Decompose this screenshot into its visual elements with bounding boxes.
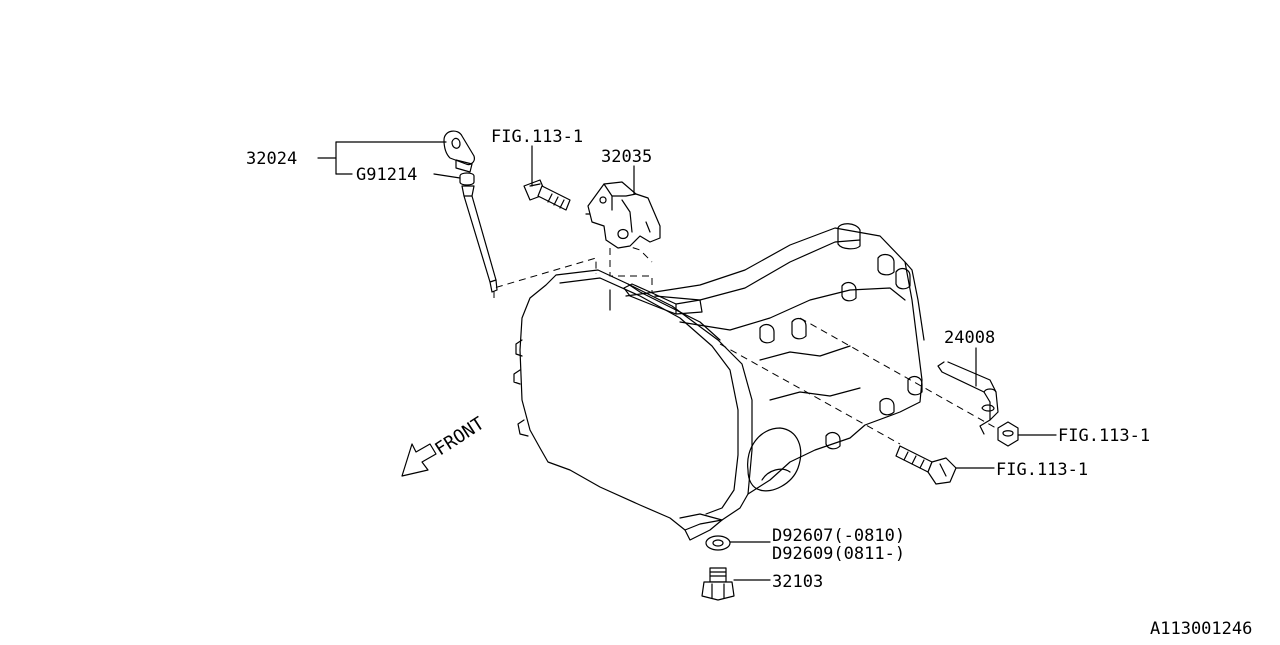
label-d92607: D92607(-0810) [772, 526, 905, 546]
front-direction-indicator: FRONT [401, 413, 488, 477]
label-32103: 32103 [772, 572, 823, 592]
flange-nut-part [997, 421, 1019, 447]
label-d92609: D92609(0811-) [772, 544, 905, 564]
transmission-housing [513, 223, 925, 541]
housing-bolt-part [895, 445, 957, 485]
callout-labels: 32024 G91214 FIG.113-1 32035 24008 FIG.1… [246, 127, 1252, 639]
bracket-bolt-part [523, 179, 591, 215]
callout-leaders [317, 141, 1057, 581]
mount-bracket-part [587, 181, 661, 249]
front-arrow-icon [401, 443, 437, 477]
label-32024: 32024 [246, 149, 297, 169]
label-32035: 32035 [601, 147, 652, 167]
harness-bracket-part [937, 361, 999, 435]
label-24008: 24008 [944, 328, 995, 348]
dipstick-part [443, 130, 498, 293]
label-g91214: G91214 [356, 165, 417, 185]
label-fig-113-1-top: FIG.113-1 [491, 127, 583, 147]
drain-plug-part [701, 567, 735, 601]
figure-id: A113001246 [1150, 619, 1252, 639]
drain-gasket-part [705, 535, 731, 551]
front-label: FRONT [431, 413, 488, 460]
assembly-leader-lines [493, 239, 997, 445]
label-fig-113-1-nut: FIG.113-1 [1058, 426, 1150, 446]
label-fig-113-1-bolt: FIG.113-1 [996, 460, 1088, 480]
